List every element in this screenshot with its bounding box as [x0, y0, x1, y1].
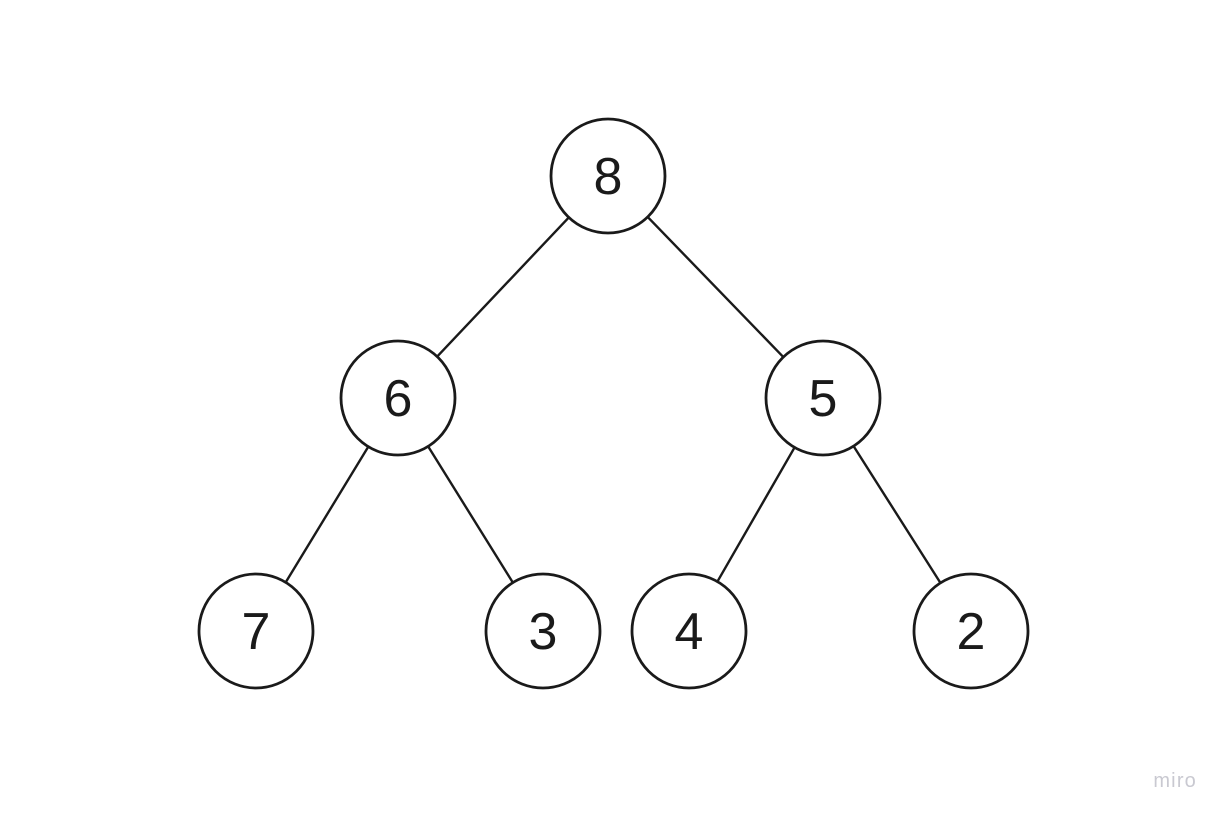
- tree-node[interactable]: 2: [912, 572, 1030, 690]
- tree-node[interactable]: 4: [630, 572, 748, 690]
- tree-node[interactable]: 6: [339, 339, 457, 457]
- node-label: 7: [242, 603, 271, 661]
- tree-node[interactable]: 5: [764, 339, 882, 457]
- node-circle[interactable]: [484, 572, 602, 690]
- node-circle[interactable]: [764, 339, 882, 457]
- tree-node[interactable]: 7: [197, 572, 315, 690]
- node-label: 3: [529, 603, 558, 661]
- node-circle[interactable]: [197, 572, 315, 690]
- node-circle[interactable]: [630, 572, 748, 690]
- node-circle[interactable]: [339, 339, 457, 457]
- node-circle[interactable]: [912, 572, 1030, 690]
- tree-node[interactable]: 8: [549, 117, 667, 235]
- node-circle[interactable]: [549, 117, 667, 235]
- node-label: 6: [384, 370, 413, 428]
- tree-node[interactable]: 3: [484, 572, 602, 690]
- node-label: 4: [675, 603, 704, 661]
- nodes-group: 8 6 5 7 3 4 2: [197, 117, 1030, 690]
- edges-group: [284, 215, 942, 585]
- node-label: 5: [809, 370, 838, 428]
- node-label: 8: [594, 148, 623, 206]
- tree-edge: [852, 444, 942, 585]
- tree-edge: [435, 216, 571, 358]
- tree-edge: [426, 445, 515, 584]
- tree-edge: [284, 445, 370, 584]
- tree-edge: [716, 446, 796, 583]
- node-label: 2: [957, 603, 986, 661]
- miro-watermark: miro: [1153, 770, 1197, 792]
- tree-edge: [646, 215, 785, 359]
